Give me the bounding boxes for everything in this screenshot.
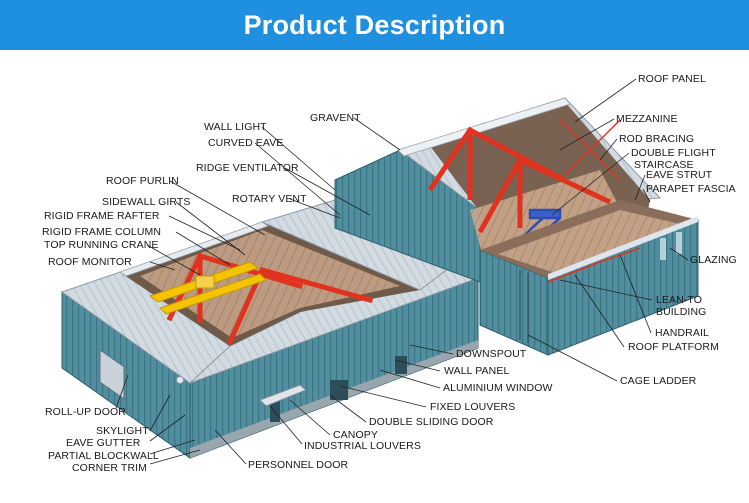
label-mezzanine: MEZZANINE [616,113,678,125]
cage-ladder [519,270,529,343]
lean-to-floor [498,210,680,272]
label-eave-strut: EAVE STRUT [646,169,713,181]
label-corner-trim: CORNER TRIM [72,462,147,474]
rod-bracing [559,119,621,181]
label-skylight: SKYLIGHT [96,425,149,437]
label-roll-up-door: ROLL-UP DOOR [45,406,126,418]
leader-lines [115,78,689,465]
label-top-running-crane: TOP RUNNING CRANE [44,239,159,251]
label-fixed-louvers: FIXED LOUVERS [430,401,516,413]
label-staircase: STAIRCASE [634,159,694,171]
label-glazing: GLAZING [690,254,737,266]
label-handrail: HANDRAIL [655,327,709,339]
glazing [660,232,682,260]
label-gravent: GRAVENT [310,112,361,124]
rotary-vent-2 [176,376,184,384]
front-wall-openings [270,356,407,422]
label-personnel-door: PERSONNEL DOOR [248,459,349,471]
building-illustration [60,78,699,465]
lean-to-building [479,200,699,356]
label-roof-platform: ROOF PLATFORM [628,341,719,353]
roll-up-door [99,349,125,400]
label-roof-purlin: ROOF PURLIN [106,175,179,187]
label-building: BUILDING [656,306,707,318]
handrail [547,247,641,283]
label-downspout: DOWNSPOUT [456,348,527,360]
label-rotary-vent: ROTARY VENT [232,193,307,205]
label-parapet-fascia: PARAPET FASCIA [646,183,736,195]
label-double-sliding-door: DOUBLE SLIDING DOOR [369,416,494,428]
parapet-fascia [548,216,698,280]
label-double-flight: DOUBLE FLIGHT [631,147,716,159]
page-title: Product Description [243,9,506,40]
label-ridge-ventilator: RIDGE VENTILATOR [196,162,299,174]
label-partial-blockwall: PARTIAL BLOCKWALL [48,450,159,462]
label-industrial-louvers: INDUSTRIAL LOUVERS [304,440,421,452]
label-eave-gutter: EAVE GUTTER [66,437,141,449]
top-running-crane [148,261,267,315]
label-aluminium-window: ALUMINIUM WINDOW [443,382,553,394]
roof-monitor [119,221,269,277]
label-canopy: CANOPY [333,429,378,441]
label-curved-eave: CURVED EAVE [208,137,284,149]
header-banner: Product Description [0,0,749,50]
label-rigid-frame-rafter: RIGID FRAME RAFTER [44,210,160,222]
label-sidewall-girts: SIDEWALL GIRTS [102,196,191,208]
canopy [259,384,307,407]
label-rigid-frame-column: RIGID FRAME COLUMN [42,226,162,238]
label-wall-light: WALL LIGHT [204,121,267,133]
diagram-stage: ROOF PANEL GRAVENT MEZZANINE WALL LIGHT … [0,50,749,503]
gravent [397,97,571,157]
label-lean-to: LEAN-TO [656,294,703,306]
tall-rigid-frames [427,126,612,234]
label-cage-ladder: CAGE LADDER [620,375,697,387]
label-wall-panel: WALL PANEL [444,365,510,377]
label-rod-bracing: ROD BRACING [619,133,695,145]
main-building [60,199,480,459]
label-roof-panel: ROOF PANEL [638,73,706,85]
label-roof-monitor: ROOF MONITOR [48,256,132,268]
